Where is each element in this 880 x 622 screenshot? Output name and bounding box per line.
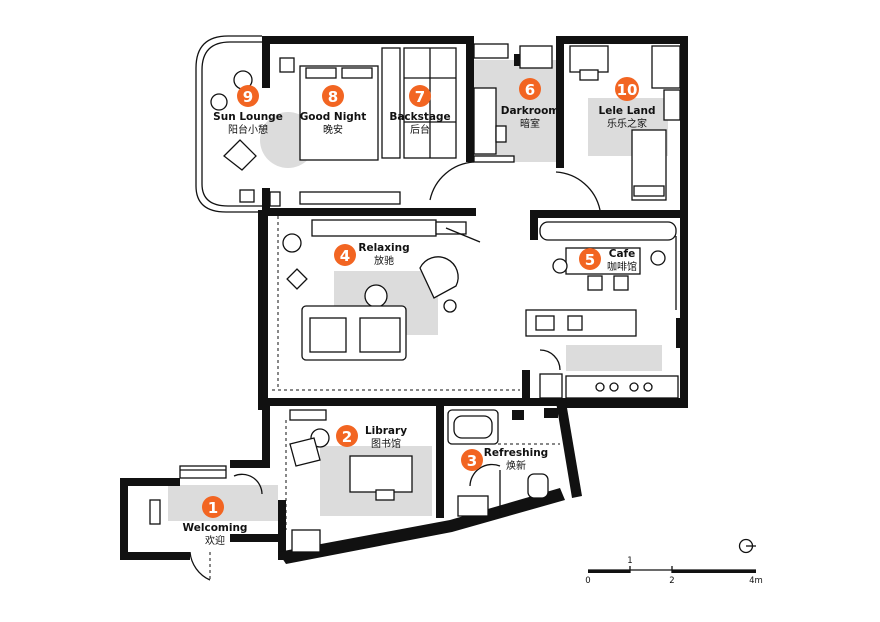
room-1: 1 Welcoming 欢迎 [183,496,248,547]
library-furniture [285,409,413,553]
room-7: 7 Backstage 后台 [389,85,451,136]
room-label-zh-6: 暗室 [520,117,540,130]
svg-text:5: 5 [585,251,595,269]
svg-text:9: 9 [243,88,253,106]
room-2: 2 Library 图书馆 [336,425,407,450]
room-label-zh-7: 后台 [410,123,430,136]
room-label-8: Good Night [300,111,367,123]
svg-text:7: 7 [415,88,425,106]
room-label-5: Cafe [609,248,635,260]
svg-text:4: 4 [340,247,350,265]
room-label-zh-5: 咖啡馆 [607,260,637,273]
room-label-2: Library [365,425,407,437]
scale-tick-0: 0 [585,576,590,586]
room-label-7: Backstage [389,111,450,123]
north-arrow-icon [738,538,756,554]
room-label-zh-9: 阳台小憩 [228,123,268,136]
room-badge-9: 9 [237,85,259,107]
room-label-zh-4: 放驰 [374,254,394,267]
rugs [168,60,668,521]
cafe-furniture [525,221,683,399]
svg-text:3: 3 [467,452,477,470]
svg-text:10: 10 [617,81,638,99]
scale-tick-2: 2 [669,576,674,586]
sun-lounge-balcony [195,35,281,213]
relaxing-furniture [261,216,520,400]
welcoming-furniture [149,465,263,581]
room-label-zh-3: 焕新 [506,459,526,472]
darkroom-furniture [473,43,553,163]
scale-tick-4m: 4m [749,576,763,586]
room-badge-7: 7 [409,85,431,107]
scale-bar: 0 1 2 4m [585,556,763,586]
room-4: 4 Relaxing 放驰 [334,242,410,267]
room-label-10: Lele Land [599,105,656,117]
room-3: 3 Refreshing 焕新 [461,447,548,472]
room-label-zh-8: 晚安 [323,123,343,136]
svg-text:8: 8 [328,88,338,106]
room-label-3: Refreshing [484,447,548,459]
room-badge-5: 5 [579,248,601,270]
lele-land-furniture [569,45,681,201]
room-badge-4: 4 [334,244,356,266]
room-badge-3: 3 [461,449,483,471]
room-label-zh-2: 图书馆 [371,437,401,450]
bedroom-furniture [279,47,601,211]
room-label-1: Welcoming [183,522,248,534]
room-badge-1: 1 [202,496,224,518]
room-6: 6 Darkroom 暗室 [501,78,560,130]
svg-text:6: 6 [525,81,535,99]
svg-text:1: 1 [208,499,218,517]
walls [120,36,688,564]
room-badge-10: 10 [615,77,639,101]
cafe-mat [566,345,662,371]
room-label-4: Relaxing [358,242,409,254]
scale-tick-1: 1 [627,556,632,566]
room-label-6: Darkroom [501,105,560,117]
room-8: 8 Good Night 晚安 [300,85,367,136]
room-badge-6: 6 [519,78,541,100]
room-badge-8: 8 [322,85,344,107]
room-label-zh-1: 欢迎 [205,534,225,547]
room-9: 9 Sun Lounge 阳台小憩 [213,85,283,136]
room-label-zh-10: 乐乐之家 [607,117,647,130]
room-5: 5 Cafe 咖啡馆 [579,248,637,273]
room-10: 10 Lele Land 乐乐之家 [599,77,656,130]
bathroom-furniture [447,409,560,517]
svg-text:2: 2 [342,428,352,446]
room-badge-2: 2 [336,425,358,447]
room-label-9: Sun Lounge [213,111,283,123]
